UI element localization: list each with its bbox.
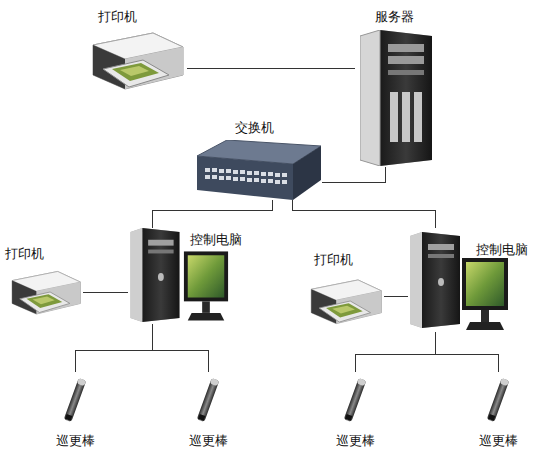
device-label: 服务器 xyxy=(375,9,414,24)
printer-node: 打印机 xyxy=(80,5,187,97)
patrol-stick-node: 巡更棒 xyxy=(177,372,239,450)
monitor-icon xyxy=(462,258,508,330)
device-label: 巡更棒 xyxy=(479,433,518,448)
network-cable xyxy=(152,324,208,372)
device-label: 打印机 xyxy=(314,252,353,267)
printer-icon xyxy=(311,280,381,324)
device-label: 巡更棒 xyxy=(56,433,95,448)
patrol-stick-node: 巡更棒 xyxy=(324,372,386,450)
device-label: 巡更棒 xyxy=(189,433,228,448)
patrol-stick-node: 巡更棒 xyxy=(467,372,529,450)
server-node: 服务器 xyxy=(355,5,435,167)
network-cable xyxy=(292,200,435,228)
pc-tower-icon xyxy=(131,228,180,322)
patrol-stick-icon xyxy=(487,378,510,422)
server-icon xyxy=(360,30,432,166)
network-cable xyxy=(83,292,128,293)
pc-tower-icon xyxy=(410,232,460,328)
device-label: 交换机 xyxy=(235,120,274,135)
network-cable xyxy=(152,200,272,228)
monitor-icon xyxy=(184,251,228,320)
printer-node: 打印机 xyxy=(3,244,83,324)
patrol-stick-icon xyxy=(344,378,367,422)
control-pc-node: 控制电脑 xyxy=(408,228,540,332)
switch-icon xyxy=(197,140,321,200)
printer-icon xyxy=(93,33,183,89)
network-cable xyxy=(355,332,435,372)
network-cable xyxy=(384,296,408,297)
printer-node: 打印机 xyxy=(302,250,384,332)
switch-node: 交换机 xyxy=(195,118,322,200)
device-label: 打印机 xyxy=(5,246,44,261)
network-cable xyxy=(435,332,498,372)
printer-icon xyxy=(12,271,80,314)
patrol-stick-icon xyxy=(197,378,220,422)
device-label: 控制电脑 xyxy=(476,242,528,257)
device-label: 控制电脑 xyxy=(190,232,242,247)
device-label: 打印机 xyxy=(98,9,137,24)
network-cable xyxy=(75,324,152,372)
network-cable xyxy=(187,68,355,69)
patrol-stick-icon xyxy=(64,378,87,422)
network-cable xyxy=(322,167,385,182)
patrol-stick-node: 巡更棒 xyxy=(44,372,106,450)
control-pc-node: 控制电脑 xyxy=(128,228,250,324)
device-label: 巡更棒 xyxy=(336,433,375,448)
